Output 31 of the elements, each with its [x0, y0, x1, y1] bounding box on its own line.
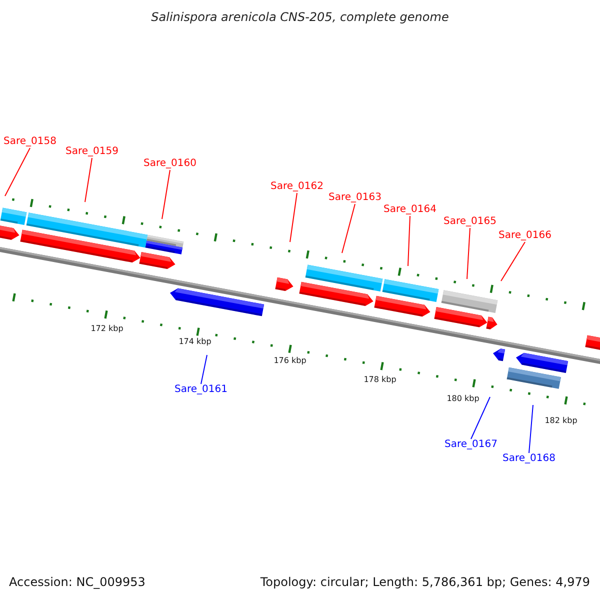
gene-label: Sare_0159 [66, 146, 118, 158]
leader-line [290, 192, 298, 242]
gene-label: Sare_0168 [502, 453, 556, 465]
leader-line [500, 242, 526, 282]
footer-text: Topology: circular; Length: 5,786,361 bp; Genes: 4,979 [260, 575, 590, 590]
gene-label: Sare_0163 [328, 192, 382, 204]
leader-line [470, 396, 490, 440]
gene-label: Sare_0161 [174, 384, 228, 396]
tick-label: 176 kbp [274, 356, 306, 366]
gene-label: Sare_0167 [444, 439, 498, 451]
title: Salinispora arenicola CNS-205, complete genome [151, 10, 449, 24]
leader-line [466, 228, 470, 280]
gene-label: Sare_0164 [384, 204, 436, 216]
leader-line [84, 158, 92, 202]
gene-label: Sare_0165 [444, 216, 496, 228]
tick-label: 180 kbp [446, 394, 480, 404]
gene-label: Sare_0158 [4, 136, 56, 148]
leader-line [528, 404, 534, 454]
leader-line [162, 170, 170, 220]
leader-line [200, 354, 208, 384]
leader-line [408, 216, 410, 266]
leader-line [4, 148, 30, 196]
tick-label: 178 kbp [364, 375, 396, 385]
gene-label: Sare_0160 [144, 158, 196, 170]
gene-label: Sare_0166 [498, 230, 552, 242]
tick-label: 174 kbp [178, 337, 212, 347]
gene-label: Sare_0162 [270, 181, 324, 193]
footer-text: Accession: NC_009953 [9, 575, 146, 590]
tick-label: 172 kbp [90, 324, 124, 334]
leader-line [342, 204, 356, 254]
tick-label: 182 kbp [544, 416, 578, 426]
